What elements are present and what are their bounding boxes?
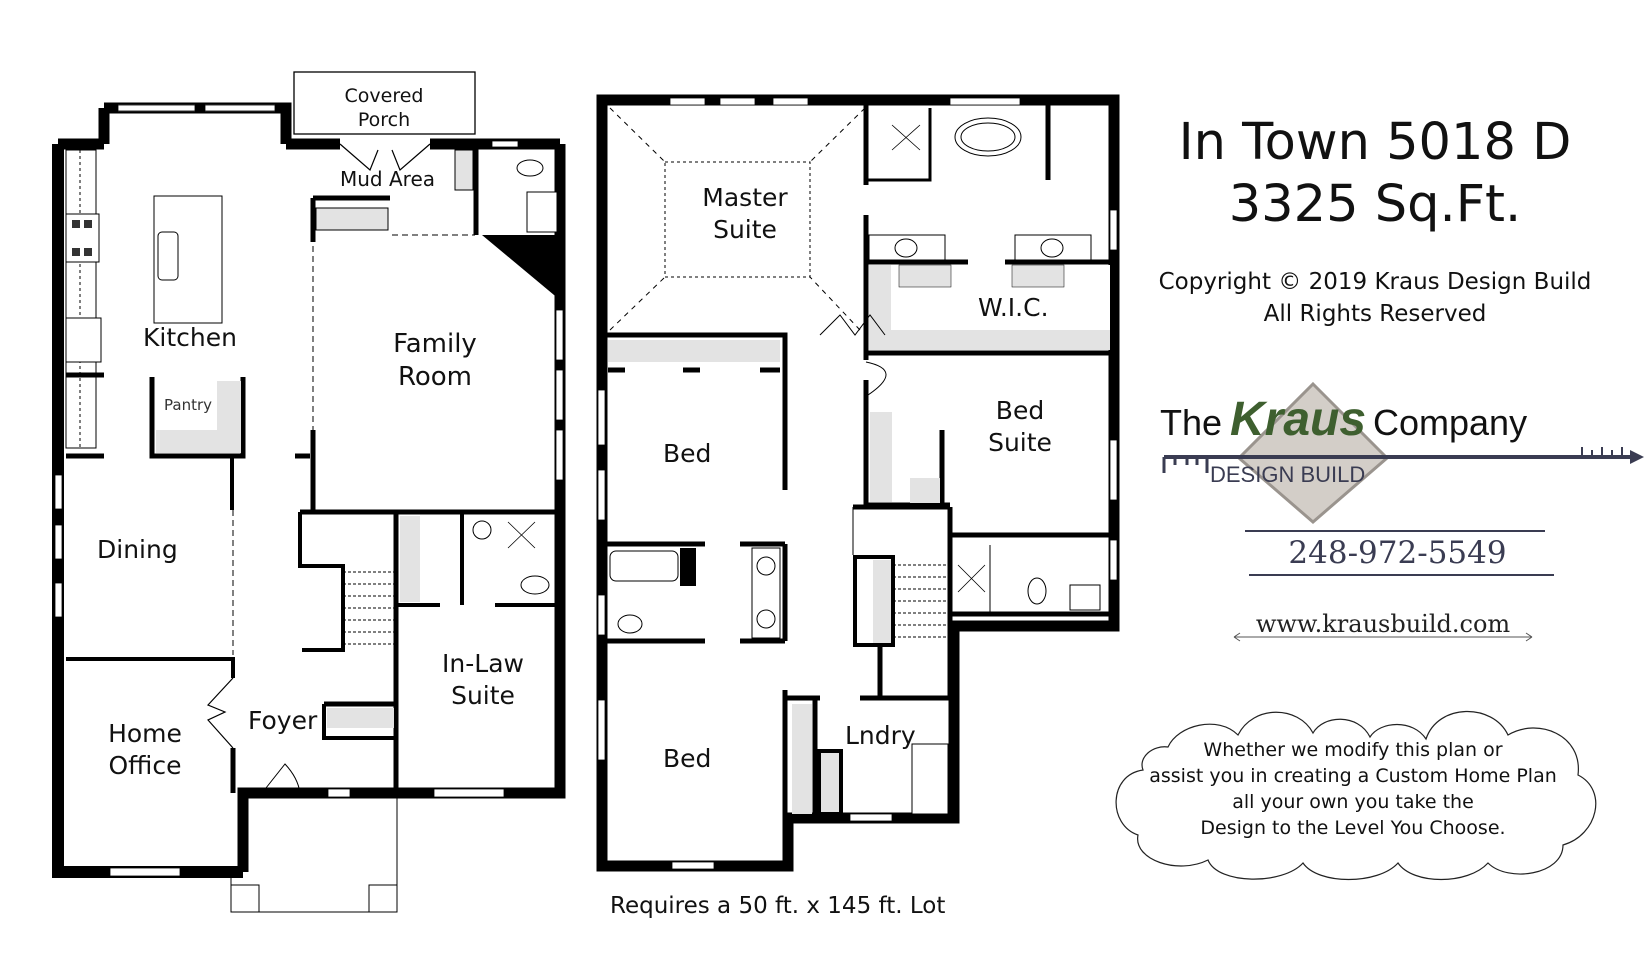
bed-suite-line1: Bed	[995, 396, 1045, 425]
plan-area: 3325 Sq.Ft.	[1228, 175, 1522, 235]
room-label-foyer: Foyer	[248, 706, 318, 735]
company-logo: The Kraus Company DESIGN BUILD	[1150, 380, 1650, 530]
cloud-line-2: assist you in creating a Custom Home Pla…	[1149, 765, 1557, 787]
phone-number[interactable]: 248-972-5549	[1288, 535, 1507, 571]
logo-graphic	[1162, 381, 1644, 524]
room-label-kitchen: Kitchen	[143, 323, 237, 352]
room-label-wic: W.I.C.	[978, 293, 1049, 322]
website-link[interactable]: www.krausbuild.com	[1255, 610, 1511, 638]
home-office-line1: Home	[108, 719, 182, 748]
logo-company: Company	[1373, 402, 1528, 443]
logo-the: The	[1160, 402, 1223, 443]
logo-diamond-icon	[1236, 381, 1390, 524]
copyright-text: Copyright © 2019 Kraus Design Build	[1158, 269, 1592, 295]
room-label-mud-area: Mud Area	[340, 167, 436, 191]
master-suite-line1: Master	[702, 183, 788, 212]
phone-rule-bottom	[1249, 574, 1554, 576]
room-label-master-suite: Master Suite	[690, 182, 800, 246]
first-floor-plan	[52, 71, 566, 913]
family-room-line1: Family	[393, 329, 477, 359]
logo-design-build: DESIGN BUILD	[1210, 462, 1366, 487]
plan-title-block: In Town 5018 D 3325 Sq.Ft.	[1150, 112, 1600, 236]
logo-kraus: Kraus	[1230, 393, 1367, 446]
plan-title: In Town 5018 D	[1178, 113, 1572, 172]
covered-porch-line1: Covered	[344, 85, 424, 107]
cloud-line-4: Design to the Level You Choose.	[1200, 817, 1506, 839]
room-label-in-law-suite: In-Law Suite	[428, 648, 538, 712]
room-label-covered-porch: Covered Porch	[329, 84, 439, 133]
family-room-line2: Room	[397, 362, 473, 393]
cloud-callout: Whether we modify this plan or assist yo…	[1108, 695, 1598, 885]
in-law-line2: Suite	[451, 681, 515, 710]
room-label-bed-2: Bed	[663, 744, 712, 773]
room-label-laundry: Lndry	[845, 721, 916, 750]
room-label-dining: Dining	[97, 535, 178, 564]
cloud-line-3: all your own you take the	[1232, 791, 1474, 813]
room-label-pantry: Pantry	[164, 396, 212, 414]
room-label-home-office: Home Office	[95, 718, 195, 782]
website-block: www.krausbuild.com	[1228, 610, 1538, 642]
bed-suite-line2: Suite	[988, 428, 1052, 457]
room-label-bed-suite: Bed Suite	[975, 395, 1065, 459]
second-floor-plan	[596, 94, 1120, 872]
cloud-text: Whether we modify this plan or assist yo…	[1108, 737, 1598, 841]
home-office-line2: Office	[108, 751, 182, 780]
cloud-line-1: Whether we modify this plan or	[1203, 739, 1503, 761]
website-underline-arrows	[1233, 632, 1533, 642]
copyright-block: Copyright © 2019 Kraus Design Build All …	[1130, 267, 1620, 330]
covered-porch-outline	[293, 71, 476, 135]
master-suite-line2: Suite	[713, 215, 777, 244]
room-label-bed-1: Bed	[663, 439, 712, 468]
lot-requirement: Requires a 50 ft. x 145 ft. Lot	[610, 893, 946, 919]
in-law-line1: In-Law	[442, 649, 524, 678]
phone-rule-top	[1245, 530, 1545, 532]
covered-porch-line2: Porch	[357, 109, 411, 132]
rights-text: All Rights Reserved	[1263, 300, 1487, 327]
room-label-family-room: Family Room	[380, 328, 490, 395]
cloud-shape-icon	[1115, 710, 1597, 880]
phone-block: 248-972-5549	[1245, 530, 1554, 576]
